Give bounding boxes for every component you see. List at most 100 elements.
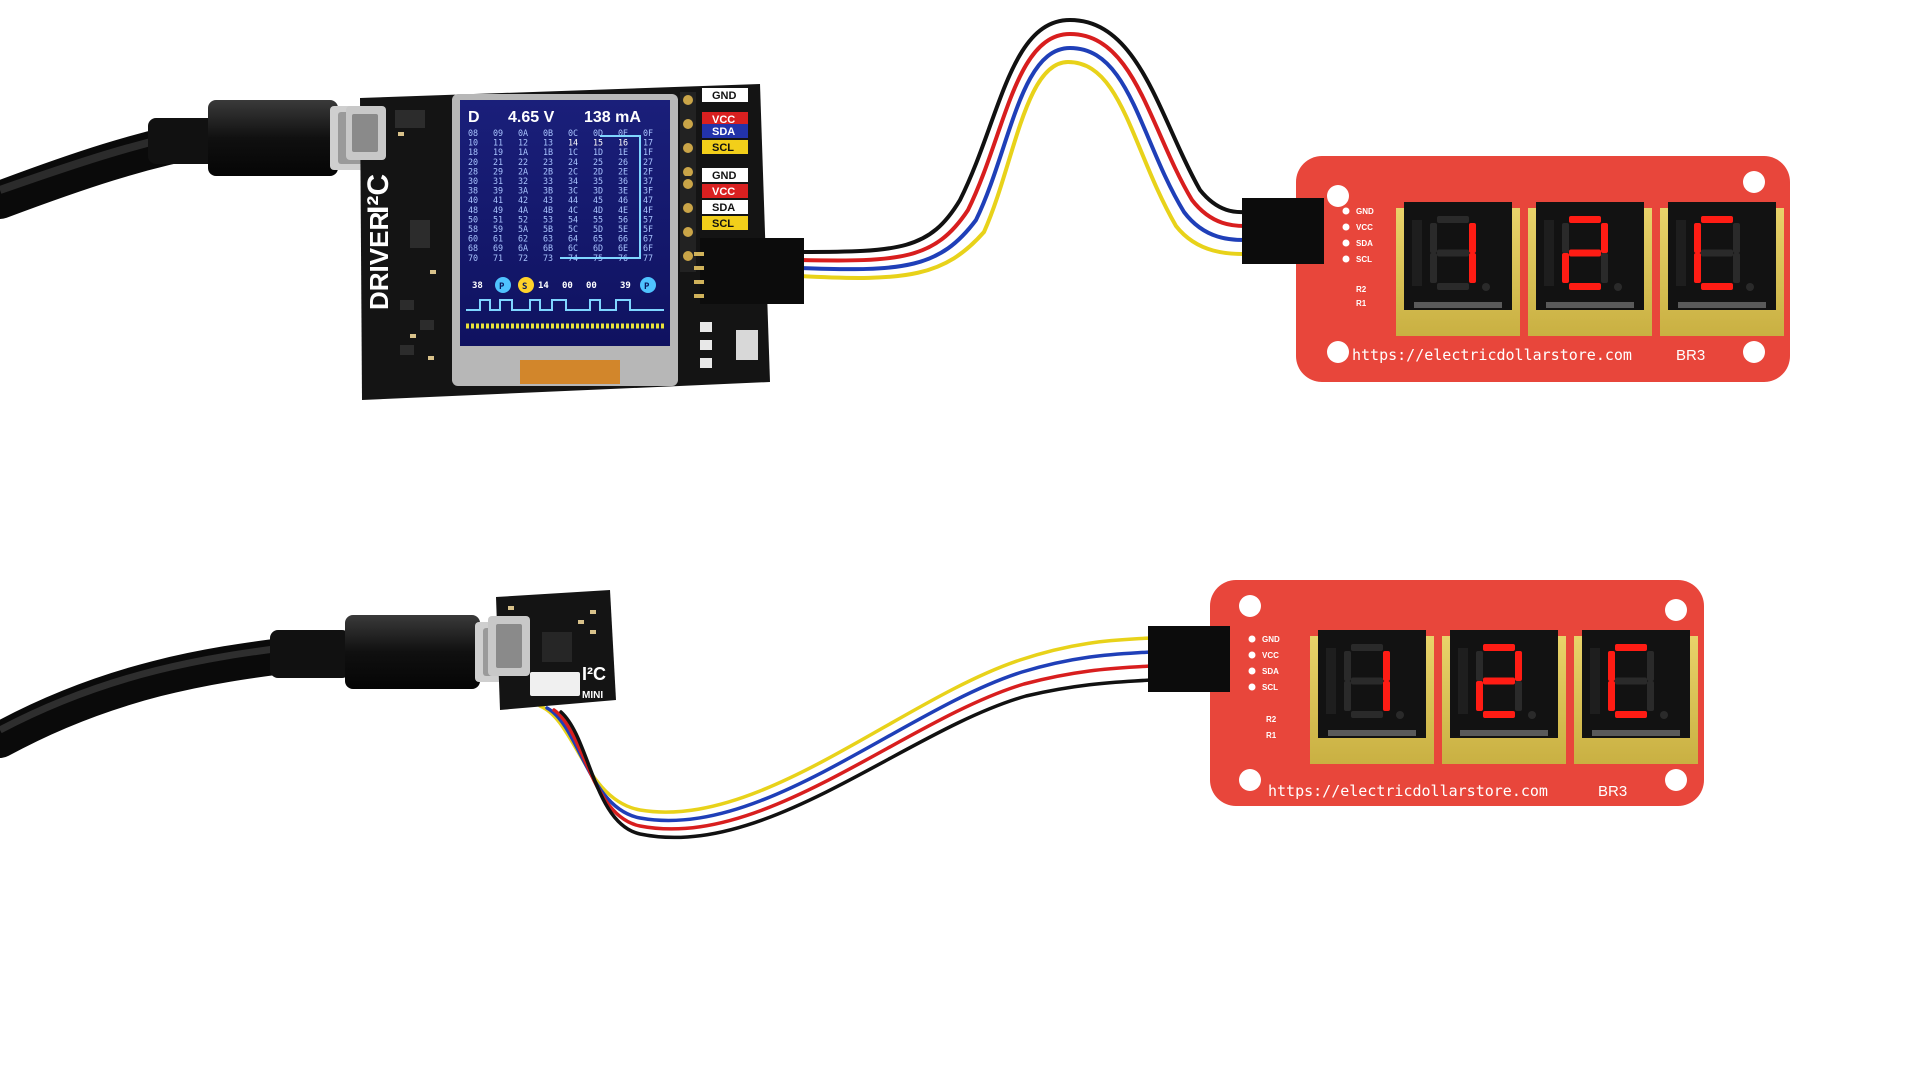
top-digit-2-segment-f: [1562, 223, 1569, 253]
pin-label-top-vcc: VCC: [712, 114, 735, 126]
bottom-board-model: BR3: [1598, 783, 1627, 800]
address-cell: 3D: [593, 186, 603, 196]
address-cell: 24: [568, 157, 578, 167]
bottom-board-header-connector: [1148, 626, 1230, 692]
address-cell: 2D: [593, 166, 603, 176]
pin-label-bottom-sda: SDA: [712, 202, 735, 214]
address-cell: 70: [468, 253, 478, 263]
screen-current: 138 mA: [584, 109, 641, 126]
address-cell: 2C: [568, 166, 578, 176]
address-cell: 08: [468, 128, 478, 138]
address-cell: 3F: [643, 186, 653, 196]
address-cell: 77: [643, 253, 653, 263]
screen-trace-row: 38 P S 14 00 00 39 P: [472, 277, 656, 293]
dupont-connector: [700, 238, 804, 304]
bottom-digit-2-segment-b: [1515, 651, 1522, 681]
address-cell: 21: [493, 157, 503, 167]
display-board-bottom: GND VCC SDA SCL R2 R1 https://electricdo…: [1148, 580, 1704, 806]
top-digit-2-segment-b: [1601, 223, 1608, 253]
address-cell: 57: [643, 214, 653, 224]
address-cell: 38: [468, 186, 478, 196]
address-cell: 50: [468, 214, 478, 224]
bottom-digit-3-segment-d: [1615, 711, 1647, 718]
address-cell: 49: [493, 205, 503, 215]
address-cell: 3C: [568, 186, 578, 196]
address-cell: 5E: [618, 224, 628, 234]
address-cell: 48: [468, 205, 478, 215]
top-board-url: https://electricdollarstore.com: [1352, 346, 1632, 364]
bottom-board-pin-labels: GND VCC SDA SCL R2 R1: [1262, 635, 1280, 740]
address-cell: 66: [618, 234, 628, 244]
address-cell: 1B: [543, 147, 553, 157]
address-cell: 71: [493, 253, 503, 263]
top-pin-gnd: GND: [1356, 207, 1374, 216]
top-digit-1-segment-d: [1437, 283, 1469, 290]
top-pin-scl: SCL: [1356, 255, 1372, 264]
top-pin-vcc: VCC: [1356, 223, 1373, 232]
address-cell: 6F: [643, 243, 653, 253]
address-cell: 51: [493, 214, 503, 224]
top-digit-1-segment-a: [1437, 216, 1469, 223]
address-cell: 42: [518, 195, 528, 205]
screen-voltage: 4.65 V: [508, 109, 555, 126]
address-cell: 65: [593, 234, 603, 244]
address-cell: 6E: [618, 243, 628, 253]
address-cell: 56: [618, 214, 628, 224]
top-board-model: BR3: [1676, 347, 1705, 364]
address-cell: 40: [468, 195, 478, 205]
address-cell: 33: [543, 176, 553, 186]
bottom-digit-3-segment-c: [1647, 681, 1654, 711]
pin-header-top: [680, 92, 696, 188]
pin-label-bottom-vcc: VCC: [712, 186, 735, 198]
address-cell: 32: [518, 176, 528, 186]
top-wire-blue: [798, 45, 1247, 272]
top-digit-2-segment-e: [1562, 253, 1569, 283]
bottom-digit-2-segment-d: [1483, 711, 1515, 718]
bottom-digit-3-segment-b: [1647, 651, 1654, 681]
bottom-digit-3-segment-g: [1615, 677, 1647, 685]
address-cell: 1C: [568, 147, 578, 157]
pin-header-bottom: [680, 176, 696, 272]
address-cell: 2E: [618, 166, 628, 176]
bottom-board-url: https://electricdollarstore.com: [1268, 782, 1548, 800]
address-cell: 37: [643, 176, 653, 186]
address-cell: 16: [618, 138, 628, 148]
address-cell: 34: [568, 176, 578, 186]
driver-brand-i2c: I²C: [362, 174, 395, 214]
pin-label-bottom-gnd: GND: [712, 170, 737, 182]
top-pin-sda: SDA: [1356, 239, 1373, 248]
top-wire-red: [798, 31, 1247, 263]
bottom-digit-module-2: [1442, 630, 1566, 764]
address-cell: 4F: [643, 205, 653, 215]
top-digit-3-segment-a: [1701, 216, 1733, 223]
top-board-header-connector: [1242, 198, 1324, 264]
top-digit-2-segment-g: [1569, 249, 1601, 257]
mini-brand-mini: MINI: [582, 690, 603, 701]
address-cell: 44: [568, 195, 578, 205]
address-cell: 28: [468, 166, 478, 176]
top-digit-module-1: [1396, 202, 1520, 336]
top-digit-1-segment-f: [1430, 223, 1437, 253]
address-cell: 4D: [593, 205, 603, 215]
address-cell: 5D: [593, 224, 603, 234]
bottom-digit-2-segment-c: [1515, 681, 1522, 711]
address-cell: 3A: [518, 186, 528, 196]
top-digit-2-segment-d: [1569, 283, 1601, 290]
address-cell: 4B: [543, 205, 553, 215]
address-cell: 1D: [593, 147, 603, 157]
pin-label-top-scl: SCL: [712, 142, 734, 154]
usb-cable-bottom: [0, 615, 515, 758]
screen-mode: D: [468, 109, 480, 126]
display-board-top: GND VCC SDA SCL R2 R1 https://electricdo…: [1242, 156, 1790, 382]
address-cell: 09: [493, 128, 503, 138]
trace-byte-4: 00: [586, 281, 597, 291]
address-cell: 69: [493, 243, 503, 253]
bottom-digit-1-segment-g: [1351, 677, 1383, 685]
address-cell: 1E: [618, 147, 628, 157]
address-cell: 17: [643, 138, 653, 148]
pin-labels-top: GND VCC SDA SCL: [702, 88, 748, 154]
bottom-digit-2-segment-a: [1483, 644, 1515, 651]
address-cell: 10: [468, 138, 478, 148]
address-cell: 14: [568, 138, 578, 148]
